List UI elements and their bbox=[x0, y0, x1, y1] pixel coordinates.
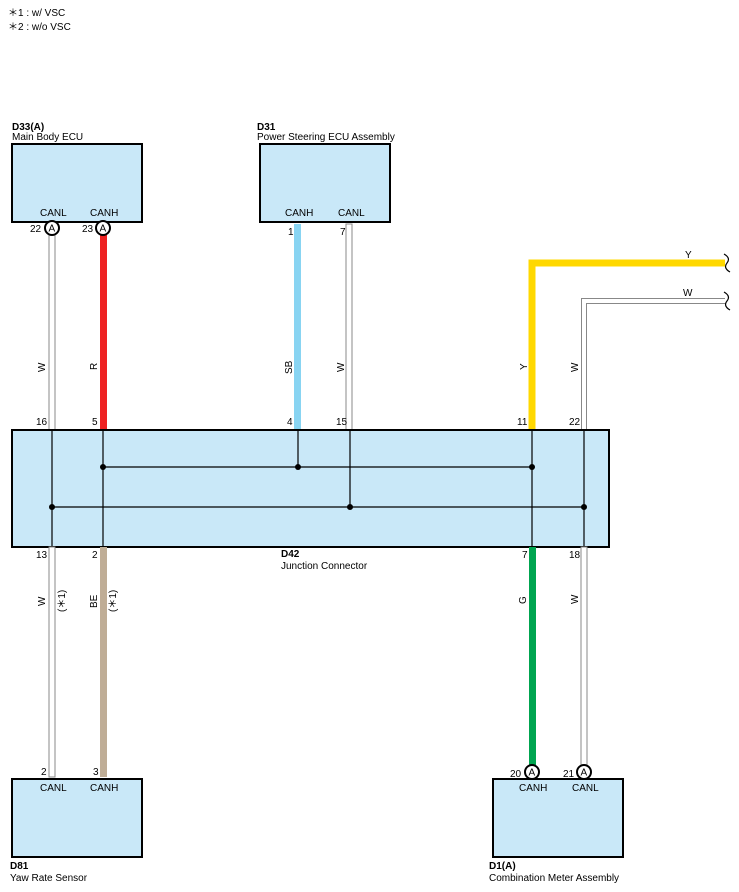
pin-d42-16: 16 bbox=[36, 417, 48, 428]
wire-r-d33-d42 bbox=[100, 235, 107, 430]
component-junction-connector: D42 Junction Connector bbox=[11, 429, 610, 572]
pin-d42-7: 7 bbox=[522, 550, 528, 561]
wire-w-d31-d42 bbox=[345, 223, 353, 431]
wire-g-d42-d1 bbox=[529, 547, 536, 767]
wire-label-w-1: W bbox=[37, 362, 48, 372]
component-power-steering-ecu: D31 Power Steering ECU Assembly CANH CAN… bbox=[257, 122, 395, 223]
pin-d42-22: 22 bbox=[569, 417, 581, 428]
combination-meter-name: Combination Meter Assembly bbox=[489, 873, 619, 884]
break-mark-w bbox=[723, 291, 731, 311]
wire-label-r: R bbox=[89, 363, 100, 370]
wire-be-d42-d81 bbox=[100, 547, 107, 777]
power-steering-ecu-canh-label: CANH bbox=[285, 208, 313, 219]
yaw-rate-sensor-code: D81 bbox=[10, 861, 29, 872]
combination-meter-box bbox=[492, 778, 624, 858]
pin-d42-13: 13 bbox=[36, 550, 48, 561]
pin-d42-4: 4 bbox=[287, 417, 293, 428]
break-mark-y bbox=[723, 253, 731, 273]
pin-d1-21: 21 bbox=[563, 769, 575, 780]
main-body-ecu-canl-label: CANL bbox=[40, 208, 67, 219]
junction-connector-box bbox=[11, 429, 610, 548]
pin-d31-1: 1 bbox=[288, 227, 294, 238]
wire-w-d42-d1 bbox=[580, 546, 588, 768]
svg-text:A: A bbox=[49, 224, 56, 235]
pin-d42-5: 5 bbox=[92, 417, 98, 428]
note-no-vsc: ＊2 : w/o VSC bbox=[8, 22, 71, 33]
main-body-ecu-name: Main Body ECU bbox=[12, 132, 83, 143]
pin-d42-18: 18 bbox=[569, 550, 581, 561]
power-steering-ecu-box bbox=[259, 143, 391, 223]
pin-d33-23: 23 bbox=[82, 224, 94, 235]
wire-label-y: Y bbox=[519, 363, 530, 370]
wire-w-d42-d81 bbox=[48, 546, 56, 778]
wire-label-w-3: W bbox=[570, 362, 581, 372]
pin-d33-22: 22 bbox=[30, 224, 42, 235]
junction-connector-code: D42 bbox=[281, 549, 300, 560]
combination-meter-canl-label: CANL bbox=[572, 783, 599, 794]
power-steering-ecu-canl-label: CANL bbox=[338, 208, 365, 219]
wire-w-d42-off-page bbox=[581, 298, 725, 430]
wire-label-y-offpage: Y bbox=[685, 250, 692, 261]
pin-d81-2: 2 bbox=[41, 767, 47, 778]
pin-d81-3: 3 bbox=[93, 767, 99, 778]
power-steering-ecu-name: Power Steering ECU Assembly bbox=[257, 132, 395, 143]
pin-d42-2: 2 bbox=[92, 550, 98, 561]
wire-w-d33-d42 bbox=[48, 234, 56, 431]
wire-label-w-offpage: W bbox=[683, 288, 693, 299]
component-combination-meter: 20 A 21 A CANH CANL D1(A) Combination Me… bbox=[489, 764, 624, 884]
wire-label-sb: SB bbox=[284, 360, 295, 374]
pin-d1-20: 20 bbox=[510, 769, 522, 780]
combination-meter-canh-label: CANH bbox=[519, 783, 547, 794]
footnote-mark-w: (＊1) bbox=[57, 590, 68, 612]
wire-label-g: G bbox=[518, 596, 529, 604]
pin-d42-11: 11 bbox=[517, 417, 528, 428]
wire-label-be: BE bbox=[89, 594, 100, 608]
power-steering-ecu-code: D31 bbox=[257, 122, 276, 133]
footnote-mark-be: (＊1) bbox=[108, 590, 119, 612]
note-vsc: ＊1 : w/ VSC bbox=[8, 8, 65, 19]
wire-y-d42-off-page bbox=[528, 259, 725, 430]
svg-text:A: A bbox=[581, 768, 588, 779]
connector-a-marker bbox=[95, 220, 111, 236]
component-yaw-rate-sensor: 2 3 CANL CANH D81 Yaw Rate Sensor bbox=[10, 767, 143, 884]
svg-text:A: A bbox=[100, 224, 107, 235]
component-main-body-ecu: D33(A) Main Body ECU CANL CANH bbox=[11, 122, 143, 223]
main-body-ecu-box bbox=[11, 143, 143, 223]
combination-meter-code: D1(A) bbox=[489, 861, 516, 872]
main-body-ecu-canh-label: CANH bbox=[90, 208, 118, 219]
main-body-ecu-code: D33(A) bbox=[12, 122, 44, 133]
pin-d31-7: 7 bbox=[340, 227, 346, 238]
connector-a-marker bbox=[44, 220, 60, 236]
wire-label-w-5: W bbox=[570, 594, 581, 604]
junction-connector-name: Junction Connector bbox=[281, 561, 368, 572]
wire-label-w-2: W bbox=[336, 362, 347, 372]
yaw-rate-sensor-canh-label: CANH bbox=[90, 783, 118, 794]
svg-text:A: A bbox=[529, 768, 536, 779]
wire-sb-d31-d42 bbox=[294, 224, 301, 430]
wire-label-w-4: W bbox=[37, 596, 48, 606]
yaw-rate-sensor-name: Yaw Rate Sensor bbox=[10, 873, 88, 884]
pin-d42-15: 15 bbox=[336, 417, 348, 428]
yaw-rate-sensor-box bbox=[11, 778, 143, 858]
yaw-rate-sensor-canl-label: CANL bbox=[40, 783, 67, 794]
